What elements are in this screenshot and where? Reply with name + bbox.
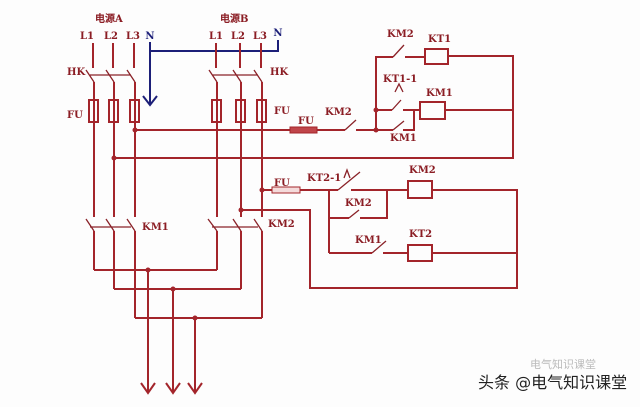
source-a-l2: L2	[104, 31, 118, 42]
fu-ctrl1-label: FU	[298, 116, 314, 127]
source-a-lines	[85, 43, 140, 318]
km1-hold-label: KM1	[390, 133, 417, 144]
fu-ctrl2-label: FU	[274, 178, 290, 189]
km2-nc-label: KM2	[387, 29, 414, 40]
output-buses	[94, 267, 262, 395]
source-a-n: N	[145, 31, 154, 42]
neutral-wire	[142, 40, 279, 107]
source-a-l3: L3	[126, 31, 140, 42]
kt2-label: KT2	[409, 229, 432, 240]
km2-main-label: KM2	[268, 219, 295, 230]
source-a-title: 电源A	[95, 12, 123, 25]
source-b-l3: L3	[253, 31, 267, 42]
km2-coil-label: KM2	[409, 165, 436, 176]
fu-b-label: FU	[274, 106, 290, 117]
km1-coil-label: KM1	[426, 88, 453, 99]
source-b-l2: L2	[231, 31, 245, 42]
watermark-faint: 电气知识课堂	[530, 357, 596, 371]
km2-hold-label: KM2	[345, 198, 372, 209]
fu-a-label: FU	[67, 110, 83, 121]
control-circuit-b	[238, 168, 518, 289]
km1-interlock-label: KM1	[355, 235, 382, 246]
km2-ctrl-label: KM2	[325, 107, 352, 118]
hk-a-label: HK	[67, 67, 85, 78]
watermark: 头条 @电气知识课堂	[478, 373, 627, 392]
source-b-lines	[207, 43, 267, 318]
source-b-n: N	[273, 28, 282, 39]
kt2-1-label: KT2-1	[307, 173, 341, 184]
source-a-l1: L1	[80, 31, 94, 42]
control-circuit-a	[111, 44, 514, 161]
hk-b-label: HK	[270, 67, 288, 78]
km1-main-label: KM1	[142, 222, 169, 233]
source-b-l1: L1	[209, 31, 223, 42]
kt1-1-label: KT1-1	[383, 74, 417, 85]
kt1-label: KT1	[428, 34, 451, 45]
source-b-title: 电源B	[220, 12, 248, 25]
